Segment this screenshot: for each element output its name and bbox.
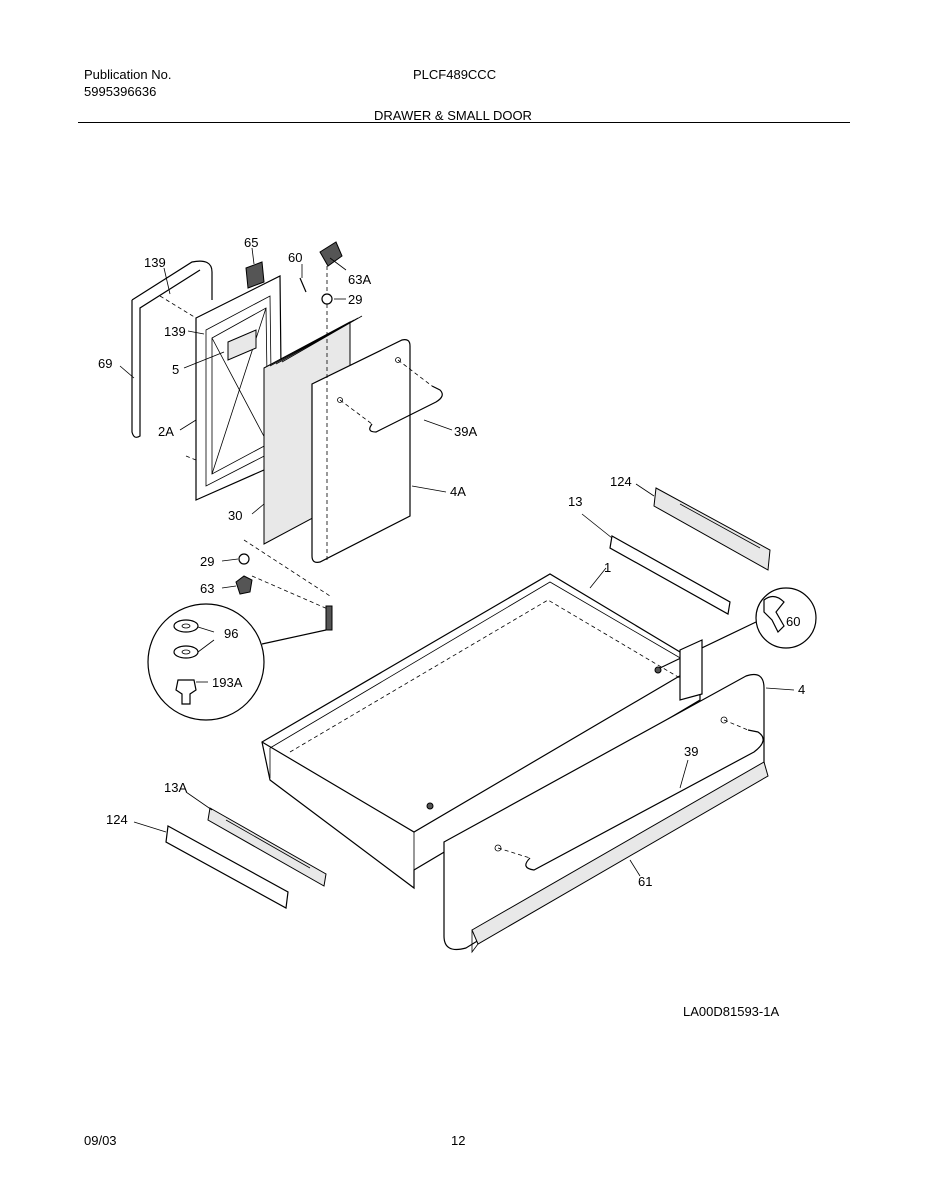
door-panel-part-4A xyxy=(311,339,411,563)
slide-part-124-left xyxy=(165,825,289,909)
screw-part-60-detail xyxy=(763,595,785,634)
callout-61: 61 xyxy=(638,874,652,889)
latch-part-63A xyxy=(319,241,343,267)
callout-63A: 63A xyxy=(348,272,371,287)
callout-139-lower: 139 xyxy=(164,324,186,339)
callout-30: 30 xyxy=(228,508,242,523)
detail-circle-60 xyxy=(755,587,817,649)
slide-rail-part-13 xyxy=(609,535,731,615)
spring-stack xyxy=(325,605,333,631)
slide-rail-part-13A xyxy=(207,807,327,887)
section-title: DRAWER & SMALL DOOR xyxy=(374,108,532,123)
screw-part-60-top xyxy=(299,277,307,293)
drawing-id: LA00D81593-1A xyxy=(683,1004,780,1019)
callout-65: 65 xyxy=(244,235,258,250)
drawer-assembly xyxy=(165,487,817,954)
small-door-assembly xyxy=(131,241,443,631)
drawer-handle-part-39 xyxy=(525,729,764,871)
callout-29-upper: 29 xyxy=(348,292,362,307)
callout-1: 1 xyxy=(604,560,611,575)
fastener-part-193A xyxy=(175,679,197,705)
callout-29-lower: 29 xyxy=(200,554,214,569)
hinge-part-65 xyxy=(245,261,265,289)
hinge-bracket-part-5 xyxy=(227,329,257,361)
nut-part-29-top xyxy=(321,293,333,305)
door-gasket-part-69 xyxy=(131,260,213,438)
footer-date: 09/03 xyxy=(84,1133,117,1148)
header-rule xyxy=(78,122,850,123)
latch-part-63 xyxy=(235,575,253,595)
callout-5: 5 xyxy=(172,362,179,377)
callout-63: 63 xyxy=(200,581,214,596)
callout-124-left: 124 xyxy=(106,812,128,827)
leader-lines xyxy=(119,247,795,877)
callout-39: 39 xyxy=(684,744,698,759)
door-handle-part-39A xyxy=(369,385,443,433)
slide-part-124-right xyxy=(653,487,771,571)
callout-139-upper: 139 xyxy=(144,255,166,270)
model-number: PLCF489CCC xyxy=(413,67,497,82)
page-number: 12 xyxy=(451,1133,466,1148)
nut-part-29-bottom xyxy=(238,553,250,565)
callout-13: 13 xyxy=(568,494,582,509)
callout-4: 4 xyxy=(798,682,805,697)
callout-labels: 139 65 60 63A 29 139 5 69 2A 39A 4A 30 2… xyxy=(98,235,805,889)
callout-4A: 4A xyxy=(450,484,466,499)
callout-2A: 2A xyxy=(158,424,174,439)
callout-13A: 13A xyxy=(164,780,187,795)
callout-96: 96 xyxy=(224,626,238,641)
callout-124-right: 124 xyxy=(610,474,632,489)
callout-69: 69 xyxy=(98,356,112,371)
washer-part-96-lower xyxy=(173,645,199,659)
callout-193A: 193A xyxy=(212,675,243,690)
washer-part-96-upper xyxy=(173,619,199,633)
publication-number: 5995396636 xyxy=(84,84,157,99)
callout-60-lower: 60 xyxy=(786,614,800,629)
publication-label: Publication No. xyxy=(84,67,172,82)
callout-60-upper: 60 xyxy=(288,250,302,265)
callout-39A: 39A xyxy=(454,424,477,439)
detail-circle-96-193A xyxy=(147,603,327,721)
drawer-trim-part-61 xyxy=(471,761,769,945)
